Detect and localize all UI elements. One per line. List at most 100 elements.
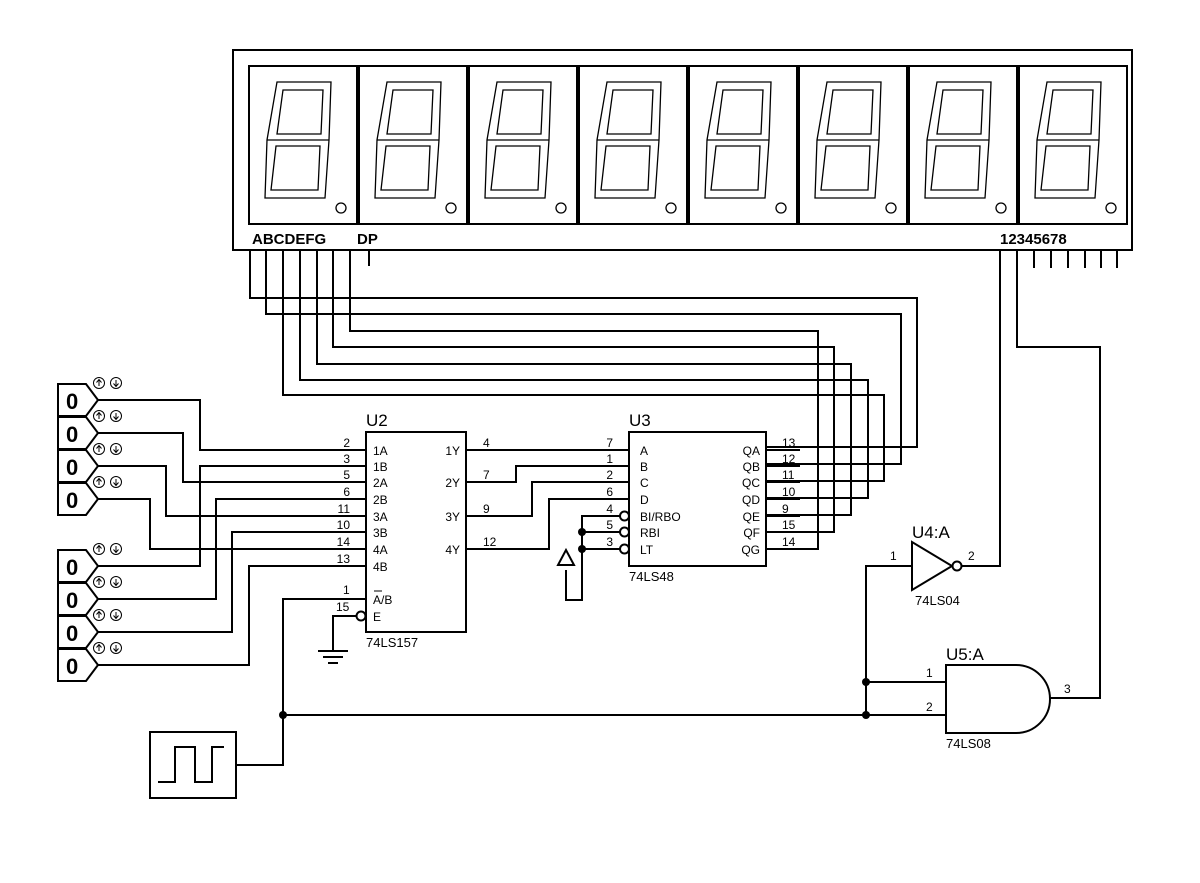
switch-up-icon[interactable] bbox=[93, 410, 105, 422]
pin-number: 14 bbox=[782, 535, 796, 549]
switch-up-icon[interactable] bbox=[93, 476, 105, 488]
pin-name: 1A bbox=[373, 444, 388, 458]
u3-left-pin: 2C bbox=[603, 468, 649, 490]
logic-switch[interactable]: 0 bbox=[57, 642, 122, 682]
u2-enable-pin-num: 15 bbox=[336, 600, 350, 614]
switch-state: 0 bbox=[66, 488, 78, 513]
switch-state: 0 bbox=[66, 654, 78, 679]
pin-name: 3Y bbox=[445, 510, 460, 524]
u3-left-pin: 3LT bbox=[603, 535, 654, 557]
pin-number: 5 bbox=[343, 468, 350, 482]
wire-sw8 bbox=[98, 565, 366, 666]
segment-pin-labels: ABCDEFG bbox=[252, 231, 326, 248]
u2-chip: U2 74LS157 21A31B52A62B113A103B144A134B4… bbox=[336, 411, 497, 650]
pin-number: 3 bbox=[606, 535, 613, 549]
switch-state: 0 bbox=[66, 555, 78, 580]
pin-number: 13 bbox=[337, 552, 351, 566]
ground-symbol bbox=[318, 650, 348, 664]
logic-switch[interactable]: 0 bbox=[57, 476, 122, 516]
u3-left-pin: 6D bbox=[603, 485, 649, 507]
switch-down-icon[interactable] bbox=[110, 410, 122, 422]
switch-down-icon[interactable] bbox=[110, 476, 122, 488]
logic-switch[interactable]: 0 bbox=[57, 543, 122, 583]
switch-state: 0 bbox=[66, 588, 78, 613]
digit-cell bbox=[578, 65, 688, 225]
switch-up-icon[interactable] bbox=[93, 443, 105, 455]
u2-left-pin: 31B bbox=[340, 452, 388, 474]
pin-number: 6 bbox=[343, 485, 350, 499]
pin-number: 2 bbox=[606, 468, 613, 482]
digit-segments bbox=[704, 81, 772, 199]
switch-up-icon[interactable] bbox=[93, 609, 105, 621]
logic-switch[interactable]: 0 bbox=[57, 609, 122, 649]
switch-down-icon[interactable] bbox=[110, 642, 122, 654]
wire-sw2 bbox=[98, 432, 366, 483]
decimal-point bbox=[555, 202, 567, 214]
pin-name: 3A bbox=[373, 510, 388, 524]
pin-number: 11 bbox=[338, 502, 351, 516]
u2-right-pin: 72Y bbox=[445, 468, 492, 490]
switch-up-icon[interactable] bbox=[93, 543, 105, 555]
switch-up-icon[interactable] bbox=[93, 576, 105, 588]
wire-sw6 bbox=[98, 498, 366, 600]
pin-name: QF bbox=[743, 526, 760, 540]
wire-2y-b bbox=[466, 465, 629, 483]
switch-up-icon[interactable] bbox=[93, 377, 105, 389]
pin-name: 3B bbox=[373, 526, 388, 540]
pin-name: QE bbox=[743, 510, 760, 524]
pin-name: RBI bbox=[640, 526, 660, 540]
pin-name: C bbox=[640, 476, 649, 490]
pin-name: 1Y bbox=[445, 444, 460, 458]
pin-number: 12 bbox=[483, 535, 497, 549]
logic-switch[interactable]: 0 bbox=[57, 443, 122, 483]
switch-down-icon[interactable] bbox=[110, 543, 122, 555]
wire-select bbox=[282, 598, 366, 715]
decimal-point bbox=[1105, 202, 1117, 214]
pin-number: 13 bbox=[782, 436, 796, 450]
u2-select-pin-num: 1 bbox=[343, 583, 350, 597]
pin-name: 4Y bbox=[445, 543, 460, 557]
wire-enable bbox=[332, 615, 356, 650]
wire-segment-g bbox=[349, 250, 819, 550]
pin-name: 2A bbox=[373, 476, 388, 490]
digit-segments bbox=[924, 81, 992, 199]
pin-number: 9 bbox=[483, 502, 490, 516]
digit-segments bbox=[594, 81, 662, 199]
u2-left-pin: 21A bbox=[340, 436, 388, 458]
wire-inv-in bbox=[865, 565, 912, 715]
pin-number: 7 bbox=[483, 468, 490, 482]
switch-up-icon[interactable] bbox=[93, 642, 105, 654]
pin-name: B bbox=[640, 460, 648, 474]
logic-switch[interactable]: 0 bbox=[57, 576, 122, 616]
pin-number: 7 bbox=[606, 436, 613, 450]
switch-down-icon[interactable] bbox=[110, 443, 122, 455]
pin-number: 10 bbox=[782, 485, 796, 499]
u2-right-pin: 12 4Y bbox=[445, 535, 496, 557]
decimal-point bbox=[665, 202, 677, 214]
digit-cell bbox=[798, 65, 908, 225]
u2-right-pin: 9 3Y bbox=[445, 502, 492, 524]
pin-number: 6 bbox=[606, 485, 613, 499]
digit-cell bbox=[358, 65, 468, 225]
digit-cells bbox=[248, 65, 1128, 225]
switch-down-icon[interactable] bbox=[110, 377, 122, 389]
clock-generator bbox=[149, 731, 237, 799]
pin-number: 15 bbox=[782, 518, 796, 532]
u2-part: 74LS157 bbox=[366, 635, 418, 650]
switch-down-icon[interactable] bbox=[110, 609, 122, 621]
u2-ref: U2 bbox=[366, 411, 388, 430]
switch-down-icon[interactable] bbox=[110, 576, 122, 588]
logic-switch[interactable]: 0 bbox=[57, 410, 122, 450]
pin-name: QG bbox=[741, 543, 760, 557]
wire-segment-f bbox=[332, 250, 835, 533]
wire-segment-e bbox=[316, 250, 852, 516]
pin-name: A bbox=[640, 444, 648, 458]
logic-switch[interactable]: 0 bbox=[57, 377, 122, 417]
